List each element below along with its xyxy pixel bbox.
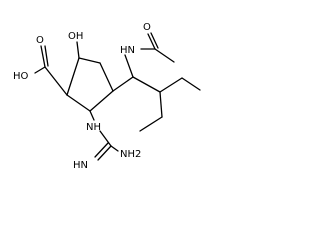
carbonyl-double-bond — [44, 45, 49, 67]
atom-label-amide-nh: HN — [120, 45, 135, 56]
atom-labels: HO O OH HN O NH HN NH2 — [13, 22, 151, 171]
imine-double-bond — [94, 142, 109, 158]
atom-label-guanidine-imine: HN — [73, 160, 88, 171]
ring-bond — [78, 57, 101, 64]
atom-label-cooh-o: O — [36, 35, 44, 46]
guanidine-bond — [99, 130, 112, 147]
carbonyl-double-bond — [40, 45, 46, 68]
bonds — [34, 32, 201, 161]
amide-n-bond — [124, 54, 134, 78]
structure-svg: HO O OH HN O NH HN NH2 — [13, 22, 201, 171]
ethyl-bond — [159, 77, 183, 93]
sidechain-bond — [112, 76, 134, 92]
ring-bond — [66, 94, 91, 112]
ring-bond — [89, 90, 114, 112]
carboxyl-bond — [44, 66, 68, 96]
guanidine-bond — [89, 110, 95, 121]
amide-carbonyl-double-bond — [147, 33, 156, 50]
atom-label-guanidine-nh2: NH2 — [120, 149, 141, 160]
ethyl-bond — [181, 77, 201, 91]
guanidine-bond — [110, 145, 119, 152]
hydroxyl-bond — [34, 66, 46, 74]
acetyl-methyl-bond — [154, 48, 175, 63]
ring-hydroxyl-bond — [76, 41, 80, 59]
ethyl-bond — [139, 116, 163, 132]
ring-bond — [66, 57, 80, 96]
imine-double-bond — [97, 145, 112, 161]
atom-label-amide-o: O — [143, 22, 151, 33]
atom-label-guanidine-nh: NH — [86, 122, 101, 133]
sidechain-bond — [132, 76, 161, 93]
amide-carbonyl-double-bond — [150, 32, 159, 49]
ring-bond — [99, 62, 114, 92]
ethyl-bond — [159, 91, 163, 118]
molecule-structure: HO O OH HN O NH HN NH2 — [13, 22, 201, 171]
atom-label-ring-oh: OH — [68, 31, 83, 42]
atom-label-cooh-oh: HO — [13, 71, 29, 82]
